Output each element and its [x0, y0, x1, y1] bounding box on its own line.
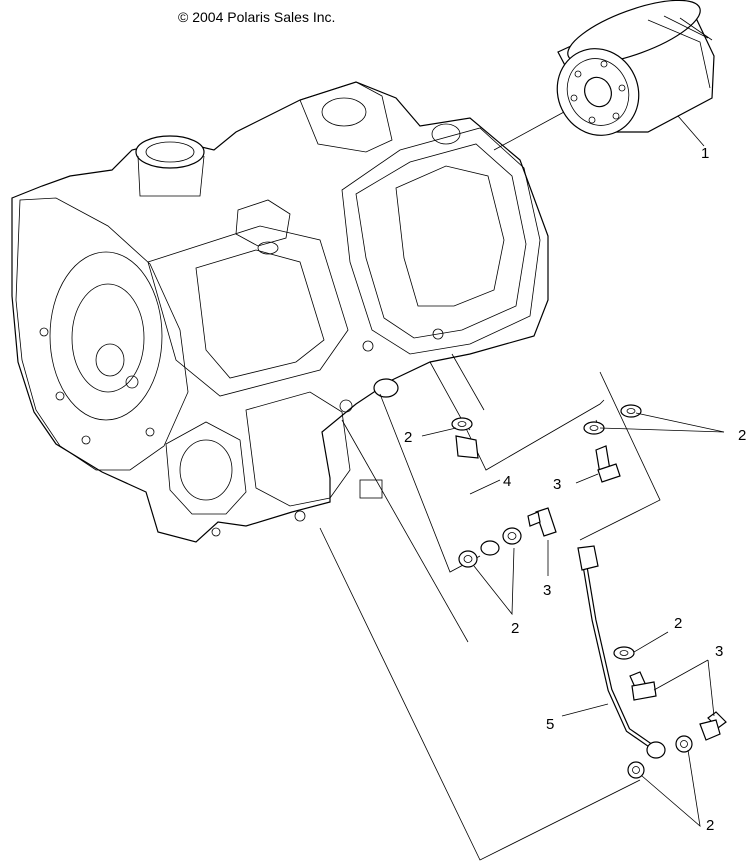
callout-oil-line-upper: 4: [503, 473, 511, 490]
callout-washers-right: 2: [738, 427, 746, 444]
callout-bolt-upper: 3: [553, 476, 561, 493]
callout-washers-bottom: 2: [706, 817, 714, 834]
callout-oil-line-lower: 5: [546, 716, 554, 733]
oil-line-upper: [446, 435, 500, 556]
washers: [451, 404, 693, 779]
callout-bolt-middle: 3: [543, 582, 551, 599]
engine-crankcase: [11, 81, 549, 543]
copyright-text: © 2004 Polaris Sales Inc.: [178, 9, 336, 25]
callout-bolts-lower: 3: [715, 643, 723, 660]
callout-washers-lower-left: 2: [511, 620, 519, 637]
callout-oil-filter: 1: [701, 145, 709, 162]
oil-line-lower: [577, 545, 666, 759]
callout-labels: 1 2 2 3 4 3 2 2 3 5 2: [404, 145, 746, 834]
callout-leaders: [421, 115, 725, 828]
oil-filter: [556, 0, 715, 136]
banjo-bolts: [527, 445, 727, 741]
leader-lines: [319, 111, 661, 861]
callout-washer-lower-right: 2: [674, 615, 682, 632]
callout-washer-left: 2: [404, 429, 412, 446]
